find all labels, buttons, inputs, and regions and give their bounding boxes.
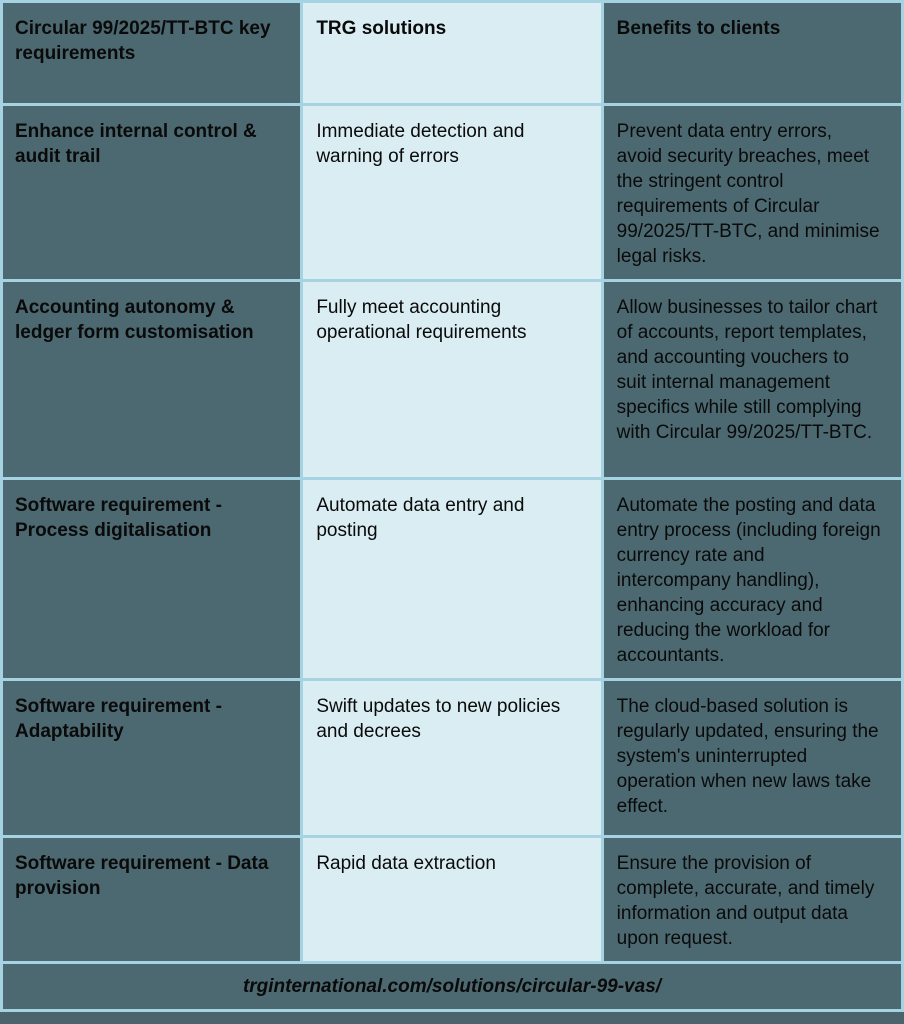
solution-cell: Fully meet accounting operational requir… — [303, 282, 601, 477]
requirement-cell: Software requirement - Process digitalis… — [3, 480, 301, 678]
benefit-cell: Automate the posting and data entry proc… — [603, 480, 901, 678]
column-header-requirements: Circular 99/2025/TT-BTC key requirements — [3, 3, 301, 103]
solution-cell: Automate data entry and posting — [303, 480, 601, 678]
column-header-benefits: Benefits to clients — [603, 3, 901, 103]
source-url: trginternational.com/solutions/circular-… — [3, 964, 901, 1009]
solution-cell: Swift updates to new policies and decree… — [303, 681, 601, 835]
solution-cell: Immediate detection and warning of error… — [303, 106, 601, 279]
benefit-cell: Allow businesses to tailor chart of acco… — [603, 282, 901, 477]
requirement-cell: Accounting autonomy & ledger form custom… — [3, 282, 301, 477]
requirement-cell: Enhance internal control & audit trail — [3, 106, 301, 279]
requirement-cell: Software requirement - Data provision — [3, 838, 301, 961]
benefit-cell: Prevent data entry errors, avoid securit… — [603, 106, 901, 279]
requirement-cell: Software requirement - Adaptability — [3, 681, 301, 835]
column-header-trg-solutions: TRG solutions — [303, 3, 601, 103]
benefit-cell: The cloud-based solution is regularly up… — [603, 681, 901, 835]
benefit-cell: Ensure the provision of complete, accura… — [603, 838, 901, 961]
solution-cell: Rapid data extraction — [303, 838, 601, 961]
